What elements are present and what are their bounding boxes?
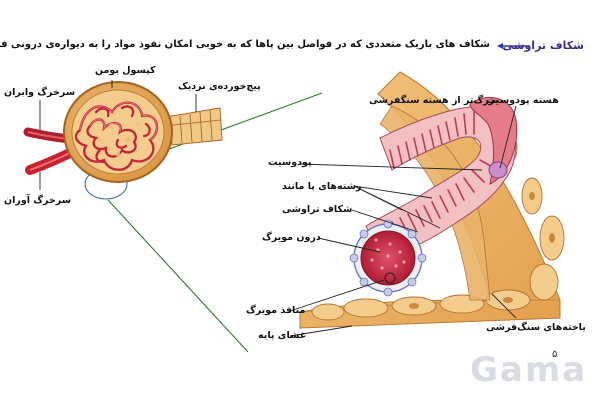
watermark-logo: Gama xyxy=(470,350,588,390)
label-squamous-cells: یاخته‌های سنگ‌فرشی xyxy=(486,322,586,333)
figure-title: شکاف تراوشی xyxy=(502,39,584,52)
page-number: ۵ xyxy=(552,349,558,360)
capillary-detail xyxy=(299,71,565,329)
title-arrow xyxy=(497,43,530,49)
label-efferent: سرخرگ آوران xyxy=(4,195,72,206)
label-proximal-tubule: پیچ‌خورده‌ی نزدیک xyxy=(178,81,261,92)
label-podocyte: پودوسیت xyxy=(268,157,312,168)
label-filtration-slit: شکاف تراوشی xyxy=(282,204,353,215)
label-capillary-lumen: درون مویرگ xyxy=(262,232,321,243)
label-foot-processes: رشته‌های پا مانند xyxy=(282,181,362,192)
left-leaders xyxy=(39,80,197,190)
label-podocyte-nucleus: هسته پودوسیت xyxy=(486,95,559,106)
label-basement-membrane: غشای پایه xyxy=(258,330,307,341)
label-afferent: سرخرگ وابران xyxy=(4,87,76,98)
glomerulus-diagram xyxy=(23,81,223,183)
label-larger-than-squamous: بزرگ‌تر از هسته سنگفرشی xyxy=(369,95,499,106)
label-capillary-pores: منافذ مویرگ xyxy=(246,305,306,316)
right-leaders xyxy=(289,105,517,337)
figure-caption: شکاف های باریک متعددی که در فواصل بین پا… xyxy=(0,39,490,50)
label-capsule: کپسول بومن xyxy=(95,65,156,76)
